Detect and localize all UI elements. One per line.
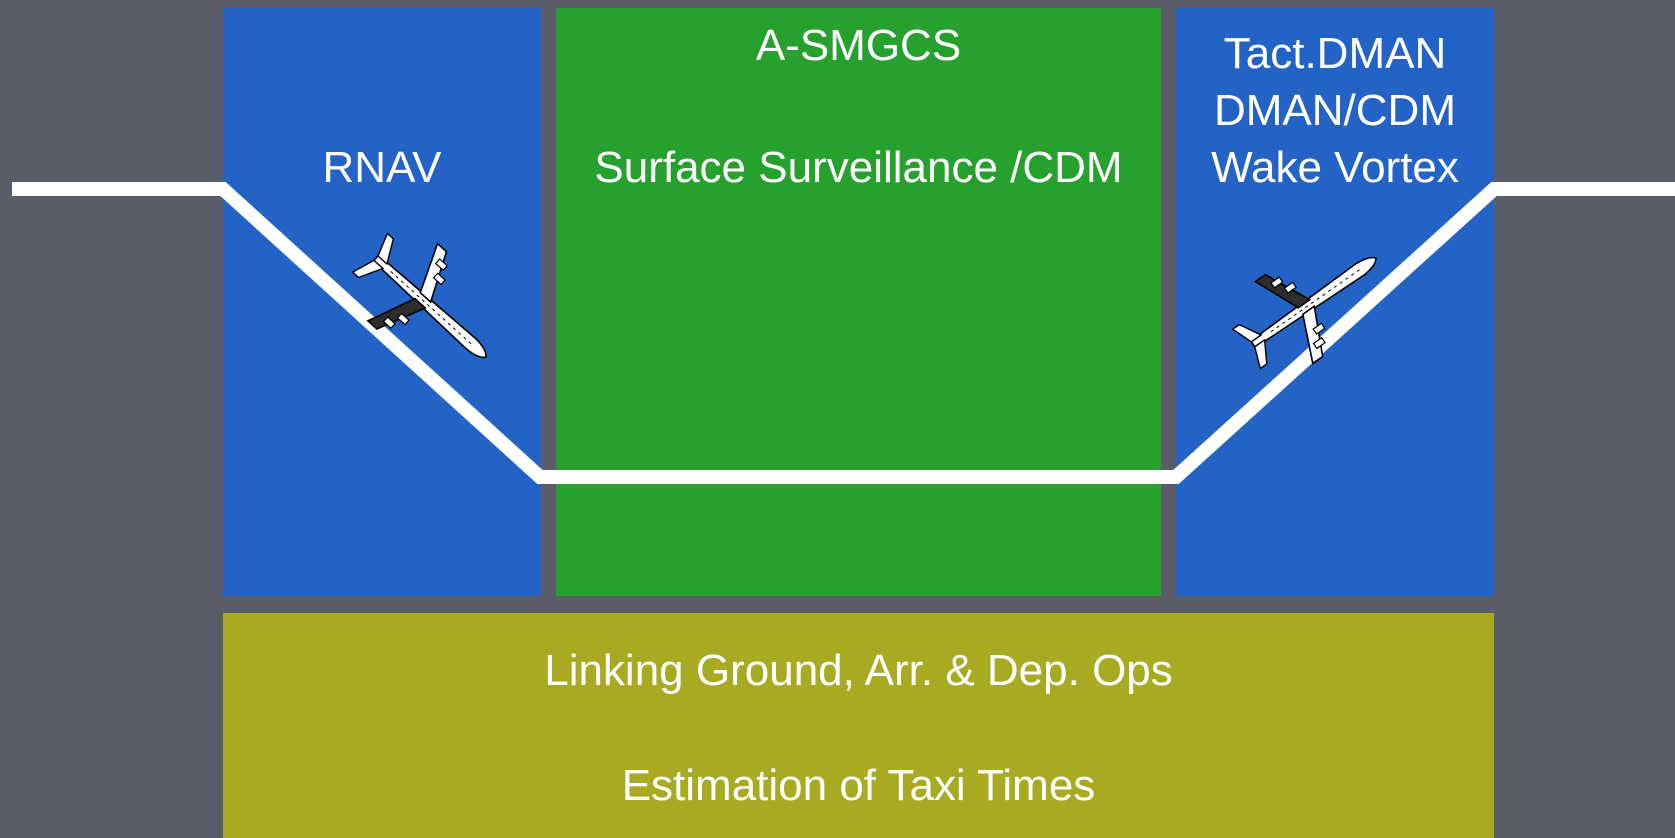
dman-line-1: Tact.DMAN	[1223, 29, 1447, 78]
dman-line-2: DMAN/CDM	[1214, 86, 1456, 135]
rnav-panel: RNAV	[223, 8, 541, 596]
asmgcs-title: A-SMGCS	[755, 21, 962, 70]
asmgcs-panel: A-SMGCS Surface Surveillance /CDM	[556, 8, 1161, 596]
linking-ops-label: Linking Ground, Arr. & Dep. Ops	[544, 646, 1173, 695]
asmgcs-subtitle: Surface Surveillance /CDM	[594, 143, 1123, 192]
dman-line-3: Wake Vortex	[1211, 143, 1459, 192]
landing-airplane-icon	[351, 232, 487, 359]
flight-path-line	[12, 182, 1675, 484]
linking-ops-panel: Linking Ground, Arr. & Dep. Ops Estimati…	[223, 613, 1494, 838]
takeoff-airplane-icon	[1231, 256, 1377, 370]
taxi-times-label: Estimation of Taxi Times	[621, 761, 1096, 810]
rnav-label: RNAV	[322, 143, 442, 192]
dman-panel: Tact.DMAN DMAN/CDM Wake Vortex	[1176, 8, 1494, 596]
